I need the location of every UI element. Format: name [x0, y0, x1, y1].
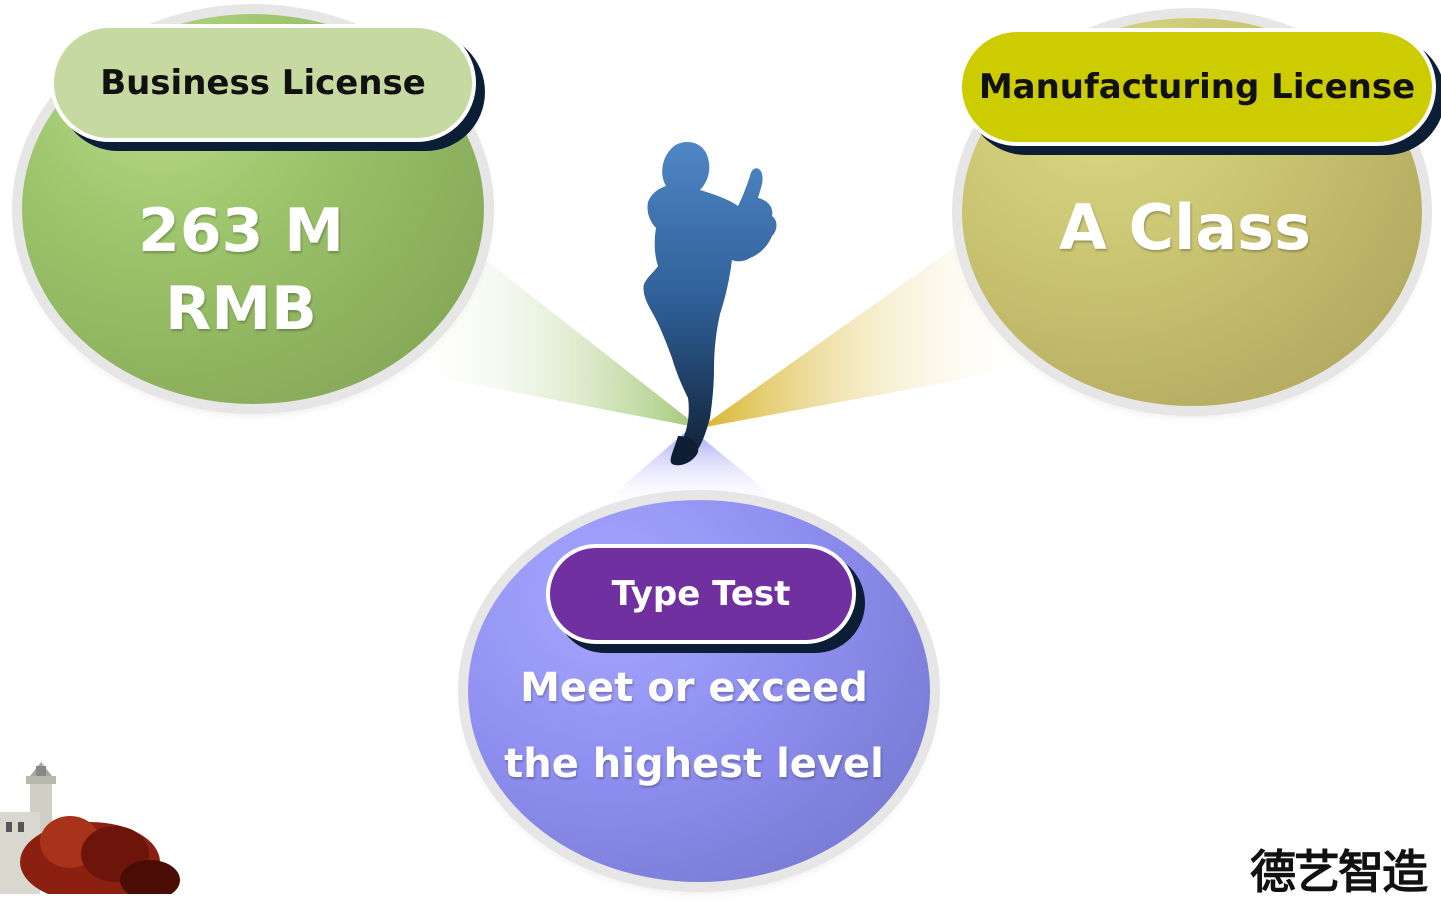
beam-right: [700, 240, 1040, 428]
business-license-value: 263 M RMB: [138, 196, 344, 344]
company-logo: 德艺智造: [1250, 845, 1428, 899]
beam-left: [400, 240, 700, 428]
business-license-label: Business License: [50, 24, 476, 142]
type-test-value-line1: Meet or exceed: [520, 665, 868, 711]
castle-image: [0, 762, 180, 894]
type-test-value: Meet or exceed the highest level: [488, 650, 900, 802]
type-test-value-line2: the highest level: [504, 741, 884, 787]
beam-bottom: [595, 428, 790, 510]
manufacturing-license-label: Manufacturing License: [958, 28, 1436, 146]
manufacturing-license-value: A Class: [1059, 191, 1311, 264]
type-test-label: Type Test: [546, 544, 856, 644]
thumbs-up-person-icon: [643, 142, 777, 466]
